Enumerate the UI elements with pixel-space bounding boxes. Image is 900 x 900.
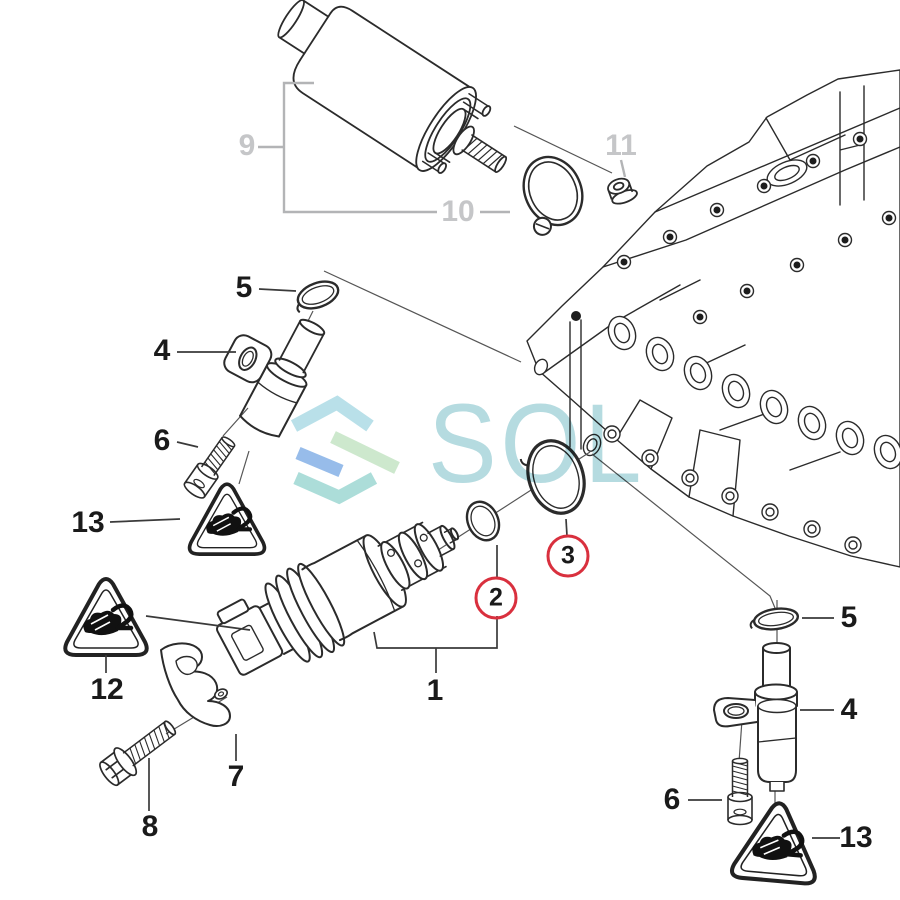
hose-clamp-drawing (522, 155, 584, 236)
callout-7: 7 (227, 760, 245, 793)
callout-6-right: 6 (663, 783, 681, 816)
camshaft-sensor-left-drawing (223, 318, 326, 438)
nut-drawing (607, 177, 638, 205)
o-ring-sensor-right-drawing (749, 607, 800, 631)
callout-10: 10 (441, 195, 475, 228)
callout-13-right: 13 (839, 821, 873, 854)
callout-3-circled: 3 (546, 534, 590, 578)
callout-5-left: 5 (235, 271, 253, 304)
callout-12: 12 (90, 673, 124, 706)
o-ring-small-drawing (465, 500, 501, 542)
clamp-bracket-drawing (160, 642, 231, 727)
solenoid-actuator-drawing (277, 0, 508, 174)
o-ring-large-drawing (519, 439, 586, 515)
sol-logo-icon (290, 395, 400, 505)
bolt-sensor-right-drawing (727, 757, 753, 826)
hex-bolt-drawing (99, 720, 177, 787)
callout-4-right: 4 (840, 693, 858, 726)
o-ring-sensor-left-drawing (296, 280, 340, 314)
callout-8: 8 (141, 810, 159, 843)
callout-11: 11 (605, 129, 637, 162)
callout-9: 9 (238, 129, 256, 162)
sol-watermark-text: SOL (428, 381, 646, 506)
callout-2-circled: 2 (474, 576, 518, 620)
camshaft-sensor-right-drawing (713, 642, 798, 792)
vanos-solenoid-valve-drawing (216, 521, 460, 676)
callout-4-left: 4 (153, 334, 171, 367)
callout-5-right: 5 (840, 601, 858, 634)
callout-13-left: 13 (71, 506, 105, 539)
callout-1: 1 (426, 674, 444, 707)
callout-leaders (105, 81, 840, 839)
warning-triangle-right-icon (731, 800, 820, 884)
warning-triangle-mid-icon (65, 579, 146, 655)
cylinder-head-drawing (526, 69, 900, 568)
callout-6-left: 6 (153, 424, 171, 457)
